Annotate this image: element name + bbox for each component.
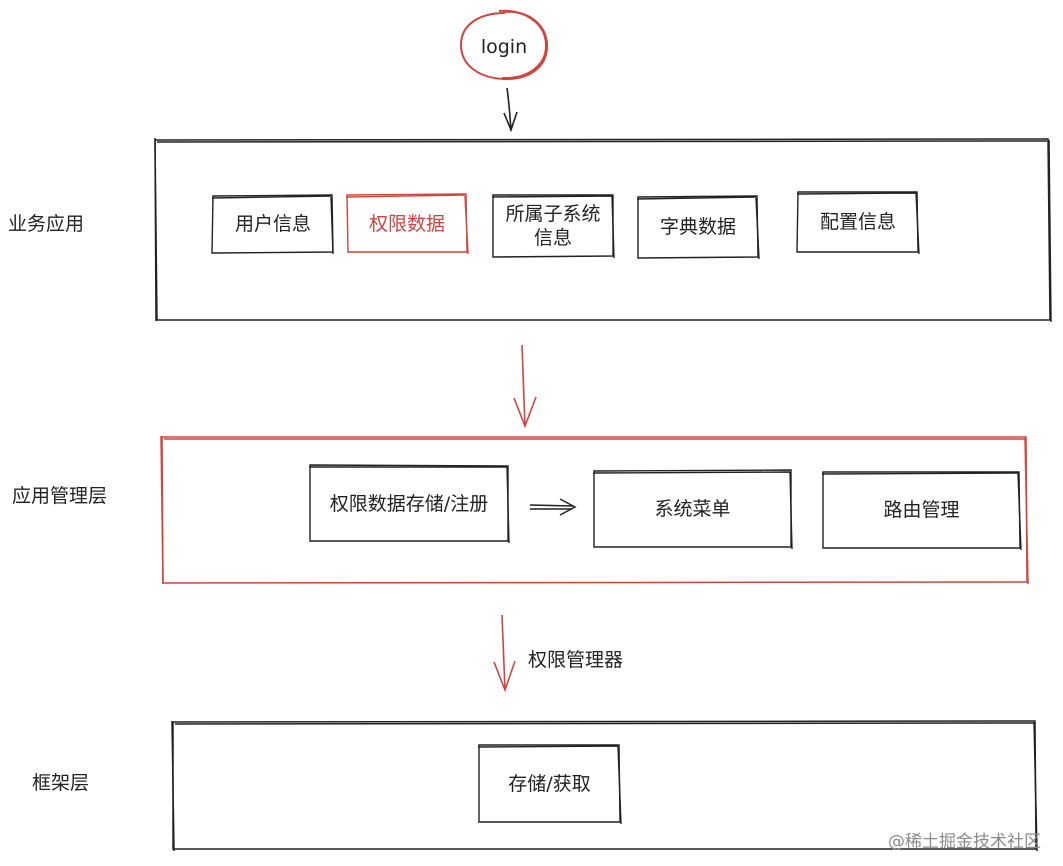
node-config-info: 配置信息 — [819, 211, 896, 233]
login-label: login — [480, 36, 528, 58]
node-box-permission-store — [309, 464, 510, 544]
layer-label-framework: 框架层 — [32, 772, 90, 794]
edge-label-permission-manager: 权限管理器 — [528, 649, 624, 671]
watermark: @稀土掘金技术社区 — [888, 832, 1041, 852]
node-route-management: 路由管理 — [883, 499, 960, 521]
node-box-system-menu — [592, 469, 793, 550]
node-system-menu: 系统菜单 — [654, 498, 731, 520]
node-box-dictionary-data — [636, 195, 760, 260]
node-subsystem-info: 所属子系统 信息 — [505, 202, 601, 249]
node-permission-store: 权限数据存储/注册 — [329, 492, 489, 515]
business-layer-box — [154, 137, 1052, 323]
node-dictionary-data: 字典数据 — [659, 216, 736, 238]
arrow-store-to-menu — [529, 498, 577, 516]
arrow-management-to-framework — [493, 614, 516, 693]
arrow-login-to-business — [503, 87, 518, 133]
node-box-permission-data — [345, 193, 469, 255]
node-user-info: 用户信息 — [234, 213, 311, 235]
management-layer-box — [160, 435, 1029, 585]
login-circle — [459, 9, 549, 81]
node-box-store-fetch — [477, 744, 622, 825]
node-box-subsystem-info — [491, 194, 615, 259]
arrow-business-to-management — [513, 344, 537, 429]
framework-layer-box — [171, 720, 1038, 852]
node-store-fetch: 存储/获取 — [508, 772, 591, 795]
node-permission-data: 权限数据 — [368, 212, 445, 235]
layer-label-business: 业务应用 — [8, 213, 85, 235]
node-box-config-info — [796, 191, 920, 255]
node-box-user-info — [211, 194, 334, 255]
node-box-route-management — [821, 471, 1022, 551]
layer-label-management: 应用管理层 — [12, 485, 108, 507]
login-node: login — [462, 22, 546, 72]
